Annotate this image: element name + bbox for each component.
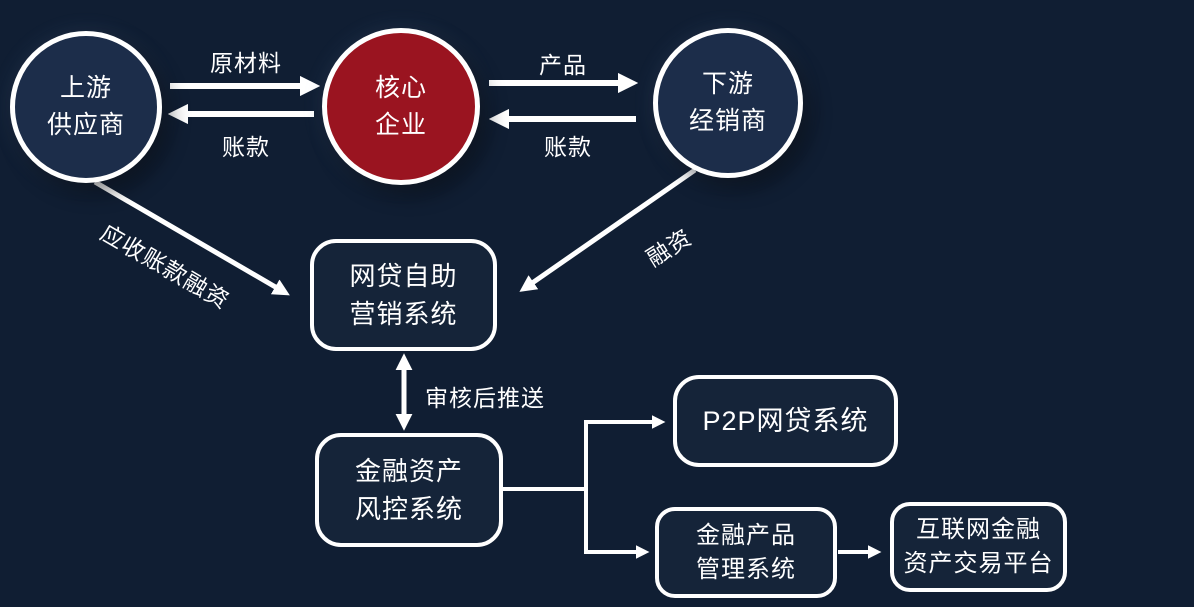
connector-risk-to-p2p	[503, 415, 666, 491]
box-p2p-system: P2P网贷系统	[673, 375, 898, 467]
label-payment-downstream: 账款	[544, 134, 592, 160]
node-upstream-supplier: 上游 供应商	[10, 31, 162, 183]
box-risk-control-line2: 风控系统	[354, 494, 463, 524]
node-core-enterprise: 核心 企业	[322, 28, 480, 185]
box-product-mgmt-system: 金融产品 管理系统	[655, 507, 837, 598]
box-product-mgmt-line1: 金融产品	[696, 521, 796, 549]
box-risk-control-system: 金融资产 风控系统	[315, 433, 503, 547]
node-core-enterprise-line2: 企业	[374, 110, 427, 139]
box-product-mgmt-line2: 管理系统	[696, 555, 796, 583]
box-p2p-label: P2P网贷系统	[702, 406, 869, 436]
connector-risk-to-product-mgmt	[584, 489, 650, 559]
box-loan-marketing-system: 网贷自助 营销系统	[310, 239, 497, 351]
node-core-enterprise-line1: 核心	[374, 73, 427, 102]
box-loan-marketing-line1: 网贷自助	[349, 261, 458, 291]
box-trading-platform-line1: 互联网金融	[916, 516, 1041, 543]
node-downstream-distributor: 下游 经销商	[653, 28, 803, 178]
label-product: 产品	[539, 52, 587, 78]
label-payment-upstream: 账款	[222, 134, 270, 160]
box-risk-control-line1: 金融资产	[354, 456, 463, 486]
label-push-after-review: 审核后推送	[425, 385, 545, 411]
arrow-receivable-financing	[93, 179, 290, 296]
box-loan-marketing-line2: 营销系统	[349, 299, 458, 329]
arrow-financing	[519, 167, 697, 292]
node-upstream-supplier-line1: 上游	[59, 74, 112, 102]
box-trading-platform: 互联网金融 资产交易平台	[890, 502, 1067, 592]
node-downstream-distributor-line1: 下游	[701, 70, 754, 98]
node-downstream-distributor-line2: 经销商	[688, 107, 767, 135]
node-upstream-supplier-line2: 供应商	[46, 111, 125, 139]
label-raw-materials: 原材料	[210, 50, 282, 76]
box-trading-platform-line2: 资产交易平台	[903, 550, 1054, 577]
